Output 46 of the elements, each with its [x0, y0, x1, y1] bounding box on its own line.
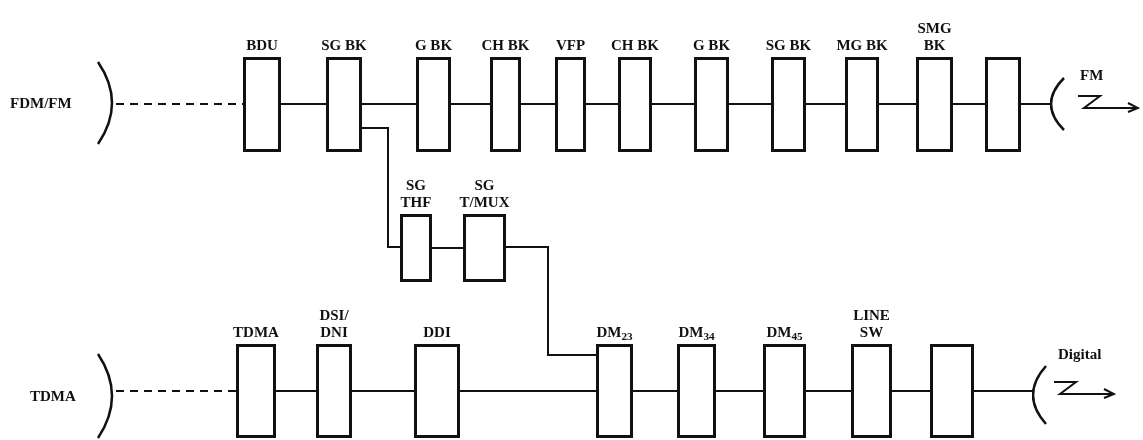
connector-line — [715, 390, 764, 392]
block-label: CH BK — [611, 37, 659, 54]
block-label: DM$_{34}$ — [678, 324, 715, 341]
block-label: DM$_{45}$ — [766, 324, 803, 341]
connector-line — [805, 103, 846, 105]
block-label: TDMA — [233, 324, 279, 341]
connector-line — [891, 390, 931, 392]
connector-line — [361, 127, 401, 248]
block-label: SG BK — [765, 37, 812, 54]
connector-line — [431, 247, 464, 249]
block-label: CH BK — [481, 37, 530, 54]
block-label: SG T/MUX — [458, 177, 511, 211]
connector-line — [280, 103, 327, 105]
connector-line — [351, 390, 415, 392]
block-label: G BK — [414, 37, 453, 54]
block-label: LINE SW — [852, 307, 891, 341]
connector-line — [651, 103, 695, 105]
connector-line — [585, 103, 619, 105]
block-label: SMG BK — [916, 20, 953, 54]
block-label: MG BK — [836, 37, 888, 54]
connector-line — [878, 103, 917, 105]
connector-line — [973, 390, 1033, 392]
block-label: DDI — [423, 324, 451, 341]
block-label: VFP — [555, 37, 586, 54]
connector-line — [450, 103, 491, 105]
signal-label: Digital — [1058, 345, 1102, 364]
connector-line — [361, 103, 417, 105]
connector-line — [275, 390, 317, 392]
connector-line — [459, 390, 597, 392]
block-label: SG BK — [321, 37, 367, 54]
connector-line — [520, 103, 556, 105]
signal-label: TDMA — [30, 386, 76, 406]
block-label: BDU — [246, 37, 278, 54]
signal-label: FDM/FM — [10, 93, 72, 113]
connector-line — [952, 103, 986, 105]
connector-line — [1020, 103, 1051, 105]
connector-line — [505, 246, 597, 356]
connector-line — [728, 103, 772, 105]
connector-line — [115, 390, 237, 392]
connector-line — [805, 390, 852, 392]
block-label: SG THF — [399, 177, 433, 211]
connector-line — [632, 390, 678, 392]
signal-label: FM — [1080, 66, 1104, 85]
block-label: DSI/ DNI — [318, 307, 350, 341]
block-label: DM$_{23}$ — [596, 324, 633, 341]
block-label: G BK — [692, 37, 731, 54]
